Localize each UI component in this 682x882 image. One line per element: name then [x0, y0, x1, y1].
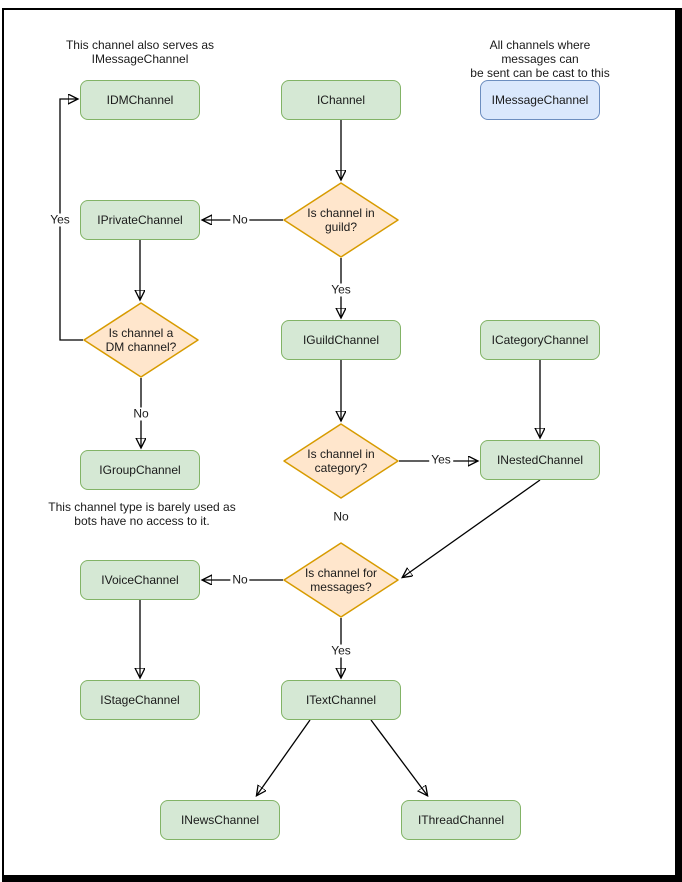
edge-label-no-category: No — [331, 509, 351, 524]
node-icategorychannel[interactable]: ICategoryChannel — [480, 320, 600, 360]
node-imessagechannel[interactable]: IMessageChannel — [480, 80, 600, 120]
node-iprivatechannel-label: IPrivateChannel — [97, 213, 183, 227]
node-iguildchannel[interactable]: IGuildChannel — [281, 320, 401, 360]
edge-label-yes-messages: Yes — [329, 643, 353, 658]
decision-channel-in-category[interactable]: Is channel in category? — [283, 423, 399, 499]
decision-channel-in-guild[interactable]: Is channel in guild? — [283, 182, 399, 258]
decision-channel-is-dm[interactable]: Is channel a DM channel? — [83, 302, 199, 378]
node-ivoicechannel-label: IVoiceChannel — [101, 573, 179, 587]
node-igroupchannel[interactable]: IGroupChannel — [80, 450, 200, 490]
decision-channel-in-guild-label: Is channel in guild? — [307, 206, 375, 234]
node-ivoicechannel[interactable]: IVoiceChannel — [80, 560, 200, 600]
decision-channel-for-messages[interactable]: Is channel for messages? — [283, 542, 399, 618]
node-idmchannel[interactable]: IDMChannel — [80, 80, 200, 120]
arrow-inested-to-messages-decision — [403, 479, 541, 577]
node-ichannel[interactable]: IChannel — [281, 80, 401, 120]
node-ithreadchannel-label: IThreadChannel — [417, 813, 505, 827]
arrow-itext-to-ithread — [370, 719, 427, 795]
node-inewschannel[interactable]: INewsChannel — [160, 800, 280, 840]
node-inestedchannel-label: INestedChannel — [496, 453, 584, 467]
node-inestedchannel[interactable]: INestedChannel — [480, 440, 600, 480]
node-itextchannel[interactable]: ITextChannel — [281, 680, 401, 720]
node-itextchannel-label: ITextChannel — [305, 693, 377, 707]
decision-channel-is-dm-label: Is channel a DM channel? — [105, 326, 177, 354]
node-ichannel-label: IChannel — [316, 93, 366, 107]
node-igroupchannel-label: IGroupChannel — [99, 463, 181, 477]
node-iprivatechannel[interactable]: IPrivateChannel — [80, 200, 200, 240]
node-istagechannel-label: IStageChannel — [100, 693, 180, 707]
edge-label-yes-category: Yes — [429, 452, 453, 467]
node-idmchannel-label: IDMChannel — [106, 93, 174, 107]
edge-label-yes-dm-to-idm: Yes — [48, 212, 72, 227]
edge-label-no-guild: No — [230, 212, 250, 227]
note-imessage-cast: All channels where messages can be sent … — [470, 38, 610, 94]
note-dm-serves-imessage: This channel also serves as IMessageChan… — [65, 38, 215, 66]
node-ithreadchannel[interactable]: IThreadChannel — [401, 800, 521, 840]
edge-label-no-messages: No — [230, 572, 250, 587]
edge-label-yes-guild: Yes — [329, 282, 353, 297]
decision-channel-in-category-label: Is channel in category? — [307, 447, 375, 475]
node-inewschannel-label: INewsChannel — [180, 813, 260, 827]
decision-channel-for-messages-label: Is channel for messages? — [304, 566, 378, 594]
node-imessagechannel-label: IMessageChannel — [491, 93, 589, 107]
node-icategorychannel-label: ICategoryChannel — [491, 333, 589, 347]
arrow-itext-to-inews — [257, 719, 311, 795]
node-istagechannel[interactable]: IStageChannel — [80, 680, 200, 720]
node-iguildchannel-label: IGuildChannel — [302, 333, 380, 347]
note-group-barely-used: This channel type is barely used as bots… — [48, 500, 236, 528]
edge-label-no-dm: No — [131, 406, 151, 421]
